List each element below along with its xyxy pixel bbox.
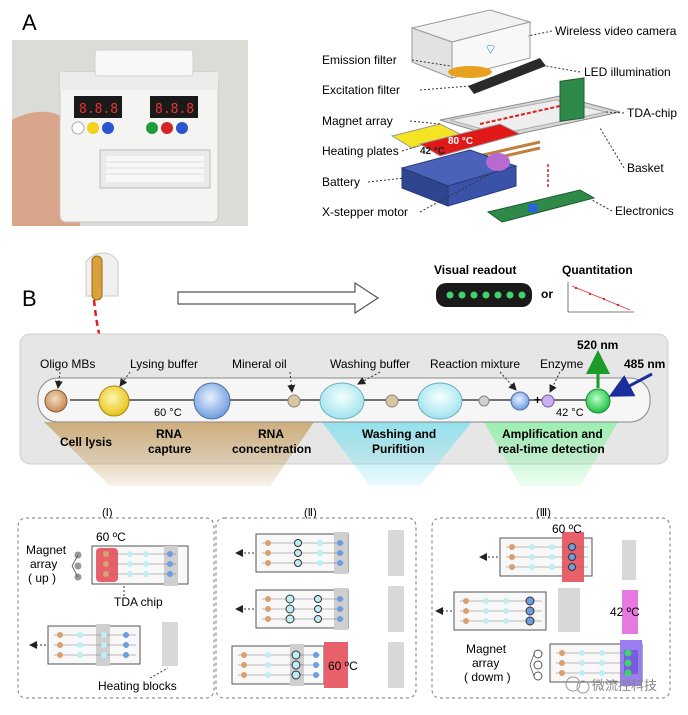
subpanel-1-temp: 60 ºC [96, 530, 126, 544]
stage-amplification-2: real-time detection [498, 442, 605, 456]
chamber-detection [585, 388, 611, 414]
subpanel-3-chip-2 [435, 588, 638, 634]
label-magnet-array: Magnet array [322, 114, 393, 128]
stage-washing-2: Purifition [372, 442, 425, 456]
chamber-oligo-mbs [44, 389, 68, 413]
label-electronics: Electronics [615, 204, 674, 218]
stage-rna-capture-2: capture [148, 442, 192, 456]
panel-a-right-labels: Wireless video camera LED illumination T… [527, 24, 677, 218]
quantitation-mini-plot [567, 282, 634, 313]
subpanel-3-frame [431, 517, 671, 699]
subpanel-3-temp-42: 42 ºC [610, 605, 640, 619]
label-excitation-filter: Excitation filter [322, 83, 400, 97]
chamber-oil-1 [287, 394, 301, 408]
visual-readout-strip [436, 283, 532, 307]
subpanel-1-frame [17, 517, 215, 699]
wifi-icon: ⌔ [484, 41, 497, 57]
subpanel-2-chip-3 [231, 642, 404, 688]
chamber-reaction-mixture [510, 391, 530, 411]
magnet-down-line3: ( dowm ) [464, 670, 511, 684]
svg-text:8.8.8: 8.8.8 [79, 102, 118, 117]
quantitation-label: Quantitation [562, 263, 633, 277]
magnet-down-line1: Magnet [466, 642, 507, 656]
label-led-illumination: LED illumination [584, 65, 671, 79]
reagent-reaction-mixture: Reaction mixture [430, 357, 520, 371]
subpanel-2-temp: 60 ºC [328, 659, 358, 673]
label-heating-plates: Heating plates [322, 144, 399, 158]
label-x-stepper-motor: X-stepper motor [322, 205, 408, 219]
subpanel-2-chip-2 [235, 586, 404, 632]
stage-amplification-1: Amplification and [502, 427, 603, 441]
stage-band-amplification [484, 422, 618, 486]
stage-rna-concentration-2: concentration [232, 442, 311, 456]
magnet-up-line2: array [30, 557, 57, 571]
watermark: 微流控科技 [565, 676, 657, 694]
reagent-oligo-mbs: Oligo MBs [40, 357, 95, 371]
panel-a-letter: A [22, 10, 37, 35]
device-photo: 8.8.8 8.8.8 [12, 40, 248, 226]
subpanel-2-chip-1 [235, 530, 404, 576]
magnet-down-icon [529, 649, 543, 681]
subpanel-3-temp-60: 60 ºC [552, 522, 582, 536]
stage-washing-1: Washing and [362, 427, 436, 441]
subpanel-3-label: (Ⅲ) [536, 507, 551, 519]
magnet-up-line1: Magnet [26, 543, 67, 557]
subpanel-1-chip-bottom [29, 622, 178, 666]
magnet-down-line2: array [472, 656, 499, 670]
subpanel-1-chip-top [91, 545, 189, 586]
label-wireless-video-camera: Wireless video camera [555, 24, 677, 38]
magnet-up-icon [71, 551, 82, 581]
subpanel-2-label: (Ⅱ) [304, 507, 317, 519]
chamber-wash-1 [319, 382, 365, 420]
heating-blocks-label: Heating blocks [98, 679, 177, 693]
visual-readout-label: Visual readout [434, 263, 516, 277]
chamber-rna-capture [193, 382, 231, 420]
temp-amplification: 42 °C [556, 407, 584, 419]
subpanel-3-chip-1 [479, 532, 636, 582]
label-tda-chip: TDA-chip [627, 106, 677, 120]
stage-rna-capture-1: RNA [156, 427, 182, 441]
chamber-enzyme [541, 394, 555, 408]
stage-band-lysis [44, 422, 314, 486]
magnet-up-line3: ( up ) [28, 571, 56, 585]
plus-sign: + [534, 393, 541, 407]
subpanel-2-frame [215, 517, 417, 699]
subpanel-3-chip-3 [549, 640, 643, 686]
watermark-text: 微流控科技 [592, 679, 657, 694]
process-arrow [177, 281, 380, 315]
reagent-washing-buffer: Washing buffer [330, 357, 410, 371]
temp-lysis: 60 °C [154, 407, 182, 419]
chamber-lysing-buffer [98, 385, 130, 417]
wavelength-excitation: 485 nm [624, 357, 665, 371]
svg-text:8.8.8: 8.8.8 [155, 102, 194, 117]
chamber-oil-3 [478, 395, 490, 407]
reagent-mineral-oil: Mineral oil [232, 357, 287, 371]
sample-tube-hand [85, 252, 124, 390]
subpanel-1-label: (Ⅰ) [102, 507, 113, 519]
excitation-arrow [608, 372, 653, 397]
chamber-wash-2 [417, 382, 463, 420]
reagent-enzyme: Enzyme [540, 357, 584, 371]
panel-a-left-labels: Emission filter Excitation filter Magnet… [322, 53, 495, 219]
or-label: or [541, 287, 553, 301]
plate-temp-42: 42 °C [420, 146, 445, 157]
panel-b-letter: B [22, 286, 37, 311]
label-battery: Battery [322, 175, 360, 189]
label-emission-filter: Emission filter [322, 53, 397, 67]
tda-chip-label: TDA chip [114, 595, 163, 609]
chamber-oil-2 [385, 394, 399, 408]
label-basket: Basket [627, 161, 664, 175]
plate-temp-80: 80 °C [448, 136, 473, 147]
reagent-lysing-buffer: Lysing buffer [130, 357, 198, 371]
wavelength-emission: 520 nm [577, 338, 618, 352]
stage-rna-concentration-1: RNA [258, 427, 284, 441]
exploded-device-schematic: ⌔ 80 °C 42 °C [390, 9, 621, 223]
stage-cell-lysis: Cell lysis [60, 435, 112, 449]
stage-band-washing [322, 422, 472, 486]
